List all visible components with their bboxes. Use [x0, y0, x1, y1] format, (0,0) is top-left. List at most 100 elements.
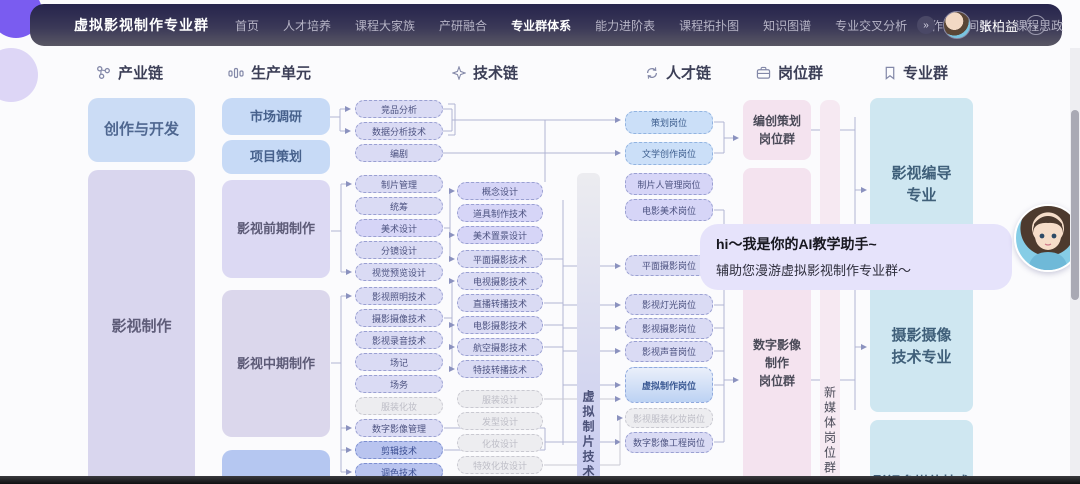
tech-node-screenwriting[interactable]: 编剧 [355, 144, 443, 162]
talent-node-film-art[interactable]: 电影美术岗位 [625, 199, 713, 221]
assistant-chat-bubble: hi～我是你的AI教学助手~ 辅助您漫游虚拟影视制作专业群～ [700, 224, 1012, 290]
header-technology-chain: 技术链 [452, 62, 518, 83]
talent-node-cinematography[interactable]: 影视摄影岗位 [625, 318, 713, 339]
talent-node-sound[interactable]: 影视声音岗位 [625, 341, 713, 362]
major1-line2: 专业 [906, 187, 937, 204]
production-node-project-planning[interactable]: 项目策划 [222, 140, 330, 174]
talent-node-literary-creation[interactable]: 文学创作岗位 [625, 142, 713, 165]
tech-node-script-supervision[interactable]: 场记 [355, 353, 443, 371]
header-industry-label: 产业链 [118, 65, 164, 82]
tech-node-competitor-analysis[interactable]: 竞品分析 [355, 100, 443, 118]
tech-node-aerial-photography[interactable]: 航空摄影技术 [457, 338, 543, 356]
bookmark-icon [884, 66, 896, 80]
top-navbar: 虚拟影视制作专业群 首页 人才培养 课程大家族 产研融合 专业群体系 能力进阶表… [30, 4, 1063, 46]
tech-node-set-design[interactable]: 美术置景设计 [457, 226, 543, 244]
bars-icon [228, 66, 244, 80]
brand-title: 虚拟影视制作专业群 [74, 17, 209, 33]
nav-more-icon[interactable]: » [916, 16, 935, 34]
tech-node-sfx-makeup-design[interactable]: 特效化妆设计 [457, 456, 543, 474]
tech-node-virtual-production[interactable]: 虚拟制片技术 [577, 173, 600, 484]
header-industry-chain: 产业链 [96, 62, 163, 83]
bottom-bar [0, 476, 1080, 484]
user-name[interactable]: 张柏益 [978, 18, 1018, 34]
tech-node-still-photography[interactable]: 平面摄影技术 [457, 250, 543, 268]
talent-node-planning[interactable]: 策划岗位 [625, 111, 713, 134]
nav-item-course-family[interactable]: 课程大家族 [355, 18, 416, 33]
talent-node-lighting[interactable]: 影视灯光岗位 [625, 294, 713, 315]
tech-node-sound-recording[interactable]: 影视录音技术 [355, 331, 443, 349]
tech-node-data-analysis[interactable]: 数据分析技术 [355, 122, 443, 140]
nav-item-knowledge-graph[interactable]: 知识图谱 [763, 18, 812, 33]
header-position-group: 岗位群 [756, 62, 823, 83]
nav-item-ability-table[interactable]: 能力进阶表 [595, 18, 656, 33]
tech-node-cinematography[interactable]: 摄影摄像技术 [355, 309, 443, 327]
tech-node-previs-design[interactable]: 视觉预览设计 [355, 263, 443, 281]
nav-item-talent-training[interactable]: 人才培养 [283, 18, 332, 33]
cycle-arrows-icon [645, 66, 659, 80]
major2-line2: 技术专业 [891, 349, 952, 366]
position-group-creative-planning[interactable]: 编创策划 岗位群 [743, 100, 811, 160]
header-major-group: 专业群 [884, 62, 948, 83]
tech-node-art-design[interactable]: 美术设计 [355, 219, 443, 237]
scrollbar-thumb[interactable] [1071, 110, 1079, 300]
tech-node-tv-photography[interactable]: 电视摄影技术 [457, 272, 543, 290]
decor-circle-lavender [0, 48, 38, 102]
industry-node-film-production[interactable]: 影视制作 [88, 170, 195, 484]
tech-node-live-broadcast[interactable]: 直播转播技术 [457, 294, 543, 312]
user-avatar[interactable] [942, 11, 971, 39]
assistant-subtitle: 辅助您漫游虚拟影视制作专业群～ [716, 263, 912, 278]
tech-node-editing[interactable]: 剪辑技术 [355, 441, 443, 459]
talent-node-virtual-production[interactable]: 虚拟制作岗位 [625, 367, 713, 403]
nav-item-industry-research[interactable]: 产研融合 [439, 18, 488, 33]
talent-node-costume-makeup[interactable]: 影视服装化妆岗位 [625, 408, 713, 428]
chevron-down-icon[interactable]: ⌄ [1026, 15, 1046, 35]
tech-node-storyboard-design[interactable]: 分镜设计 [355, 241, 443, 259]
nav-item-cross-analysis[interactable]: 专业交叉分析 [835, 18, 908, 33]
tech-node-stunt-broadcast[interactable]: 特技转播技术 [457, 360, 543, 378]
production-node-pre-production[interactable]: 影视前期制作 [222, 180, 330, 278]
position-group-digital-imaging[interactable]: 数字影像 制作 岗位群 [743, 168, 811, 484]
tech-node-lighting[interactable]: 影视照明技术 [355, 287, 443, 305]
assistant-avatar[interactable] [1014, 204, 1080, 272]
production-node-market-research[interactable]: 市场调研 [222, 98, 330, 135]
position-group-new-media[interactable]: 新媒体岗位群 [820, 100, 840, 484]
tech-node-costume-makeup[interactable]: 服装化妆 [355, 397, 443, 415]
nav-right: » 张柏益 ⌄ [916, 11, 1046, 39]
production-node-mid-production[interactable]: 影视中期制作 [222, 290, 330, 437]
tech-node-production-management[interactable]: 制片管理 [355, 175, 443, 193]
tech-node-digital-image-management[interactable]: 数字影像管理 [355, 419, 443, 437]
header-positions-label: 岗位群 [778, 65, 824, 82]
nav-items: 首页 人才培养 课程大家族 产研融合 专业群体系 能力进阶表 课程拓扑图 知识图… [235, 17, 1063, 34]
position-group2-line1: 数字影像 [752, 338, 801, 352]
position-group1-line1: 编创策划 [752, 114, 801, 128]
tech-node-concept-design[interactable]: 概念设计 [457, 182, 543, 200]
industry-node-creation-development[interactable]: 创作与开发 [88, 98, 195, 162]
header-technology-label: 技术链 [473, 65, 519, 82]
share-nodes-icon [96, 65, 111, 80]
talent-node-digital-image-engineering[interactable]: 数字影像工程岗位 [625, 432, 713, 453]
tech-node-hair-design[interactable]: 发型设计 [457, 412, 543, 430]
tech-node-makeup-design[interactable]: 化妆设计 [457, 434, 543, 452]
tech-node-prop-making[interactable]: 道具制作技术 [457, 204, 543, 222]
virtual-production-label: 虚拟制片技术 [581, 390, 595, 480]
tech-node-film-photography[interactable]: 电影摄影技术 [457, 316, 543, 334]
tech-node-set-operations[interactable]: 场务 [355, 375, 443, 393]
nav-item-home[interactable]: 首页 [235, 18, 260, 33]
nav-item-major-group-system[interactable]: 专业群体系 [511, 18, 572, 33]
tech-node-costume-design[interactable]: 服装设计 [457, 390, 543, 408]
major-node-multimedia-partial[interactable]: 影视多媒体技术 [870, 420, 973, 484]
major2-line1: 摄影摄像 [891, 326, 952, 344]
position-group2-line3: 岗位群 [758, 374, 795, 388]
header-talent-label: 人才链 [666, 65, 712, 82]
talent-node-producer-management[interactable]: 制片人管理岗位 [625, 173, 713, 195]
major-node-photography-tech[interactable]: 摄影摄像 技术专业 [870, 282, 973, 412]
position-group3-label: 新媒体岗位群 [822, 386, 837, 476]
tech-node-coordination[interactable]: 统筹 [355, 197, 443, 215]
position-group2-line2: 制作 [764, 356, 789, 370]
header-production-unit: 生产单元 [228, 62, 311, 83]
assistant-greeting: hi～我是你的AI教学助手~ [716, 236, 877, 252]
position-group1-line2: 岗位群 [758, 132, 795, 146]
nav-item-course-topology[interactable]: 课程拓扑图 [679, 18, 740, 33]
briefcase-icon [756, 66, 771, 80]
